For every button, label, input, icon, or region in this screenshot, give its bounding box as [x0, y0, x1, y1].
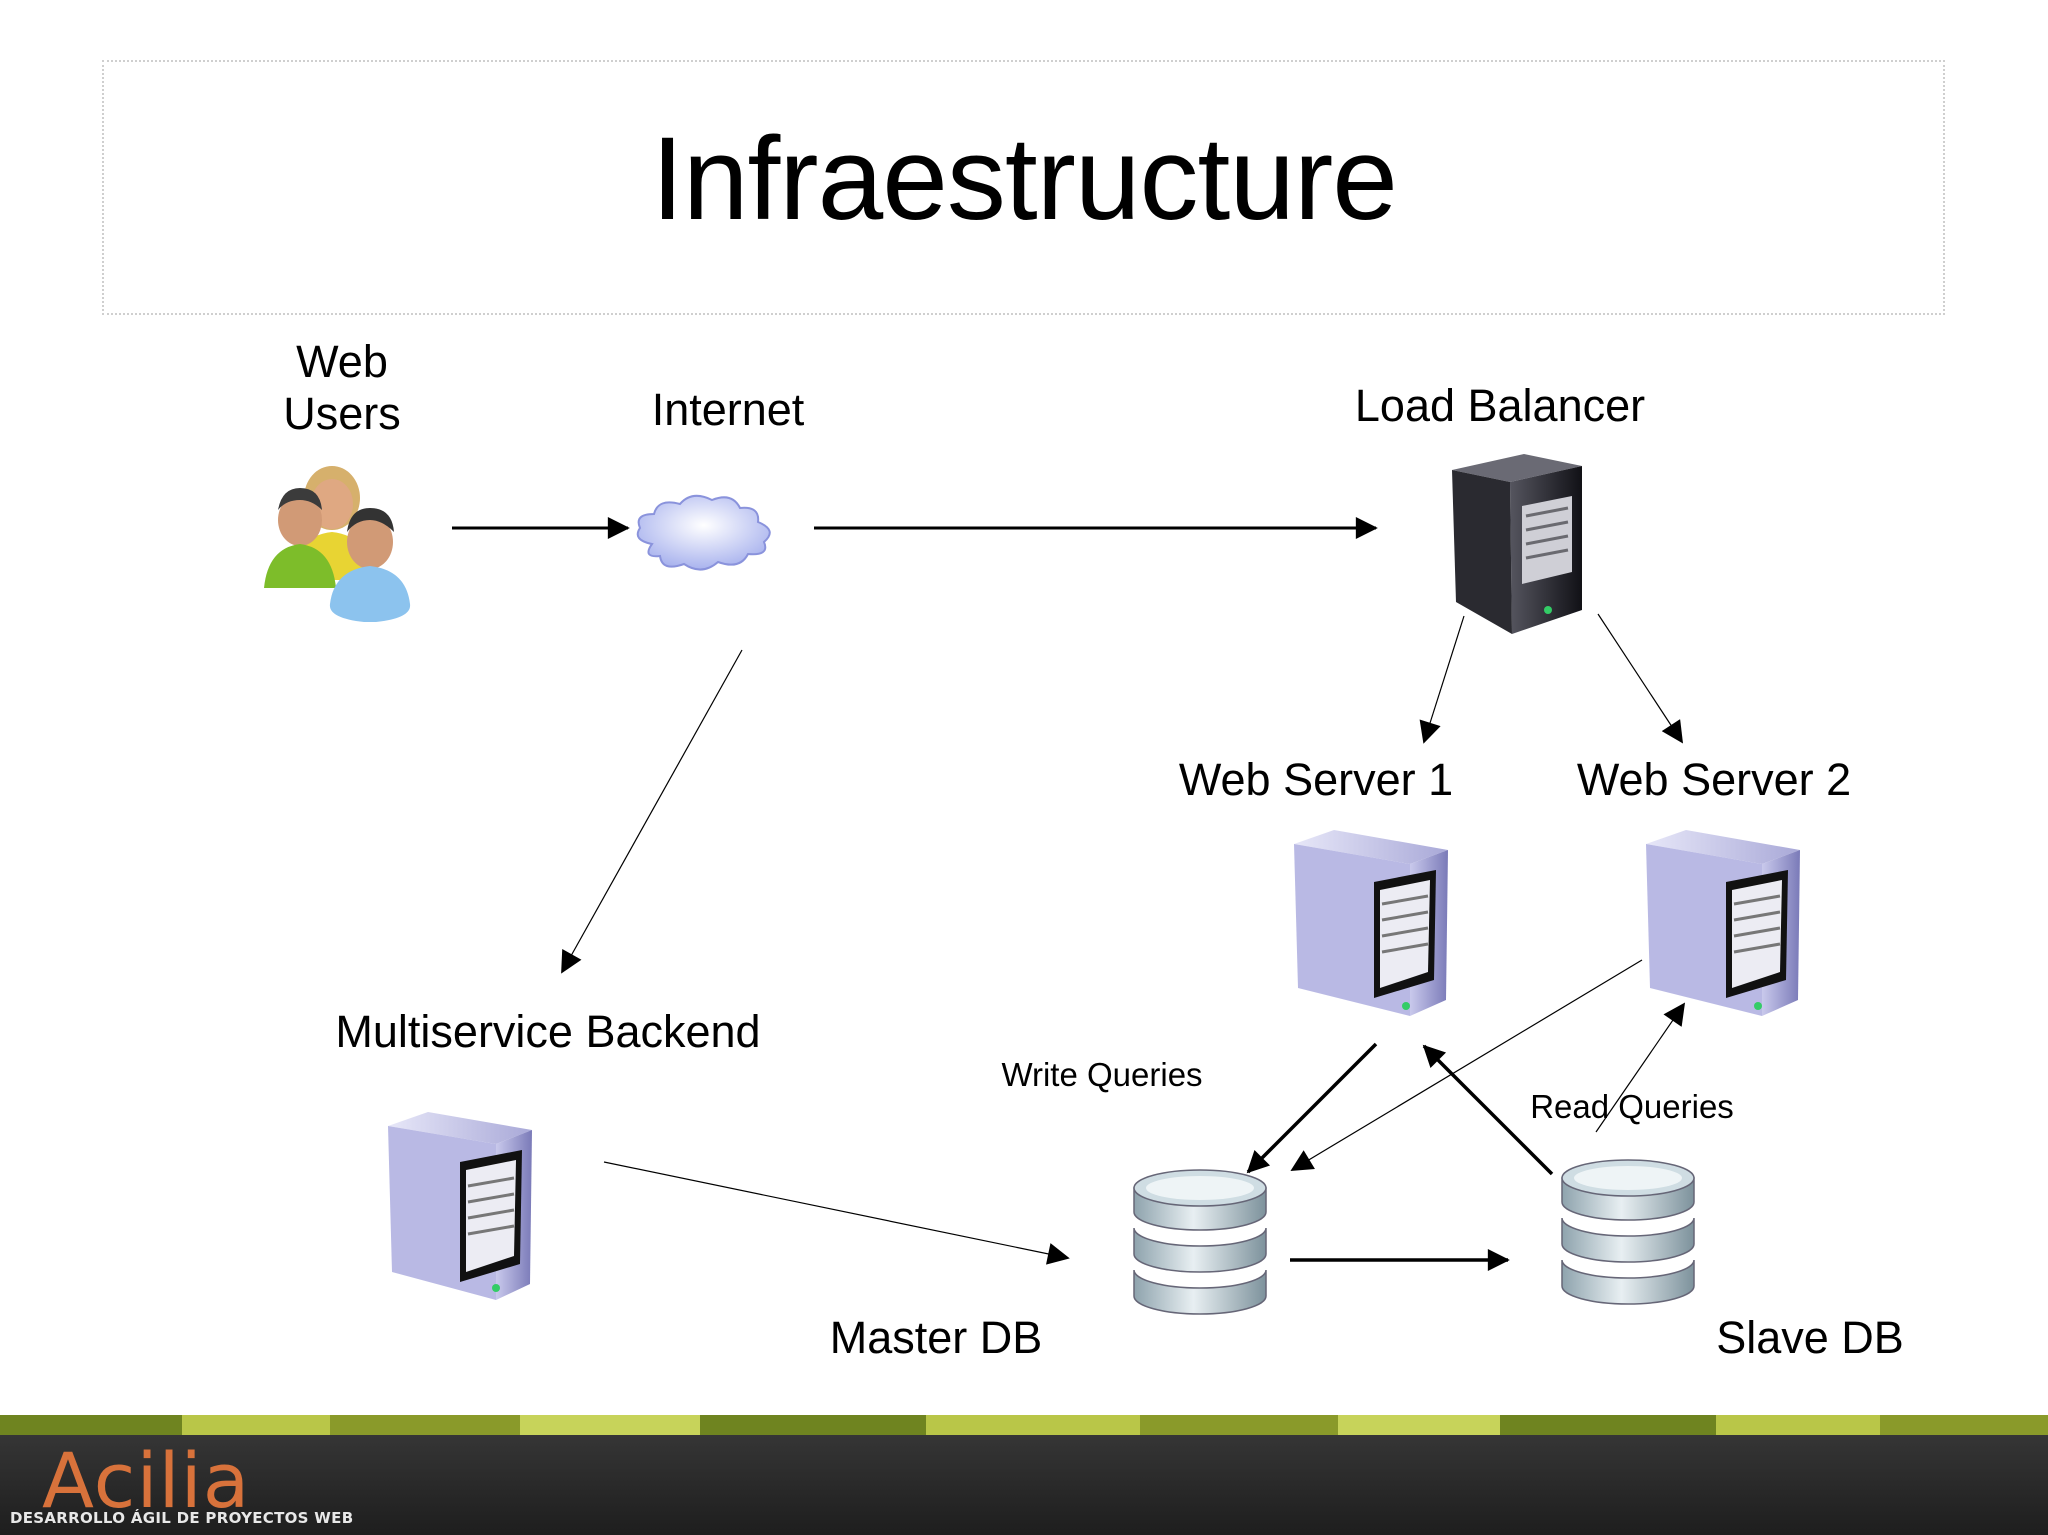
edge-internet-backend	[561, 649, 743, 974]
edge-lb-webserver1	[1419, 615, 1465, 744]
label-web-users-line2: Users	[283, 387, 401, 439]
label-multiservice-backend: Multiservice Backend	[335, 1006, 761, 1057]
brand-logo: Acilia	[42, 1436, 251, 1525]
label-internet: Internet	[651, 384, 805, 435]
label-load-balancer: Load Balancer	[1354, 380, 1646, 431]
users-group-icon	[264, 466, 411, 622]
edge-lb-webserver2	[1597, 613, 1684, 744]
title-frame	[102, 60, 1945, 315]
slide-title: Infraestructure	[651, 113, 1398, 245]
edge-webserver2-masterdb	[1290, 959, 1643, 1171]
black-server-tower-icon	[1452, 454, 1582, 634]
label-web-users: Web Users	[283, 336, 401, 440]
server-tower-icon	[388, 1112, 532, 1300]
server-tower-icon	[1646, 830, 1800, 1016]
edge-webserver1-masterdb-write	[1246, 1042, 1378, 1174]
edge-backend-masterdb	[603, 1161, 1070, 1265]
cloud-icon	[636, 494, 771, 571]
edge-slavedb-webserver2-read	[1595, 1002, 1686, 1133]
label-write-queries: Write Queries	[1001, 1056, 1203, 1093]
label-web-server-2: Web Server 2	[1576, 754, 1852, 805]
edge-slavedb-webserver1-read	[1422, 1044, 1554, 1176]
label-web-server-1: Web Server 1	[1178, 754, 1454, 805]
label-read-queries: Read Queries	[1530, 1088, 1734, 1125]
database-icon	[1561, 1159, 1695, 1305]
database-icon	[1133, 1169, 1267, 1315]
label-master-db: Master DB	[829, 1312, 1043, 1363]
footer-stripe	[0, 1415, 2048, 1435]
server-tower-icon	[1294, 830, 1448, 1016]
brand-tagline: DESARROLLO ÁGIL DE PROYECTOS WEB	[10, 1509, 354, 1527]
label-slave-db: Slave DB	[1716, 1312, 1904, 1363]
footer-bar: Acilia DESARROLLO ÁGIL DE PROYECTOS WEB	[0, 1415, 2048, 1535]
label-web-users-line1: Web	[296, 336, 388, 387]
